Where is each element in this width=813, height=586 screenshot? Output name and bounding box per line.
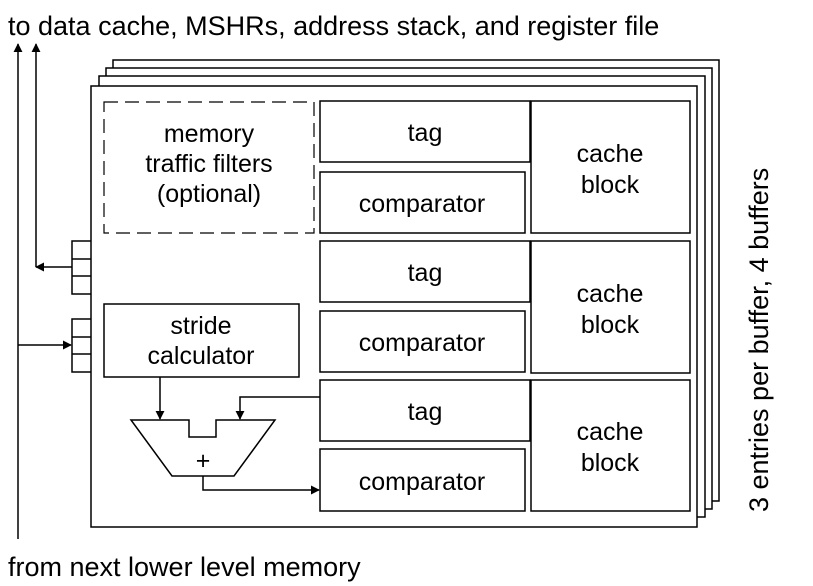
cache-block-box xyxy=(530,240,691,374)
adder-plus: + xyxy=(196,447,211,475)
filter-line-3: (optional) xyxy=(157,180,261,208)
tag-box xyxy=(319,100,531,163)
cache-block-line-1: cache xyxy=(577,140,644,168)
output-port xyxy=(71,240,91,295)
comparator-label: comparator xyxy=(359,190,485,218)
cache-block-box xyxy=(530,100,691,234)
cache-block-line-2: block xyxy=(581,449,640,477)
entry-1: tag comparator cache block xyxy=(319,100,691,234)
cache-block-line-2: block xyxy=(581,311,640,339)
input-port xyxy=(71,318,91,373)
entry-3: tag comparator cache block xyxy=(319,379,691,512)
stride-line-1: stride xyxy=(170,312,231,340)
cache-block-line-1: cache xyxy=(577,418,644,446)
adder-to-comparator-arrow xyxy=(202,476,320,495)
comparator-label: comparator xyxy=(359,468,485,496)
bottom-label: from next lower level memory xyxy=(8,552,361,582)
tag-label: tag xyxy=(408,259,443,287)
wires xyxy=(13,43,320,539)
tag-to-adder-arrow xyxy=(235,396,320,420)
filter-line-2: traffic filters xyxy=(145,150,272,178)
tag-box xyxy=(319,240,531,303)
top-label: to data cache, MSHRs, address stack, and… xyxy=(8,11,659,41)
tag-box xyxy=(319,379,531,442)
cache-block-line-2: block xyxy=(581,171,640,199)
memory-traffic-filters: memory traffic filters (optional) xyxy=(103,101,315,234)
tag-label: tag xyxy=(408,398,443,426)
comparator-box xyxy=(319,448,526,512)
comparator-label: comparator xyxy=(359,329,485,357)
cache-block-line-1: cache xyxy=(577,280,644,308)
tag-label: tag xyxy=(408,119,443,147)
cache-block-box xyxy=(530,379,691,512)
comparator-box xyxy=(319,171,526,234)
side-label: 3 entries per buffer, 4 buffers xyxy=(744,168,774,512)
comparator-box xyxy=(319,310,526,373)
adder: + xyxy=(129,419,277,477)
entry-2: tag comparator cache block xyxy=(319,240,691,374)
stride-line-2: calculator xyxy=(148,342,255,370)
buffer-entries: tag comparator cache block tag comparato… xyxy=(319,100,691,512)
filter-line-1: memory xyxy=(164,120,255,148)
stride-calculator: stride calculator xyxy=(103,303,300,378)
